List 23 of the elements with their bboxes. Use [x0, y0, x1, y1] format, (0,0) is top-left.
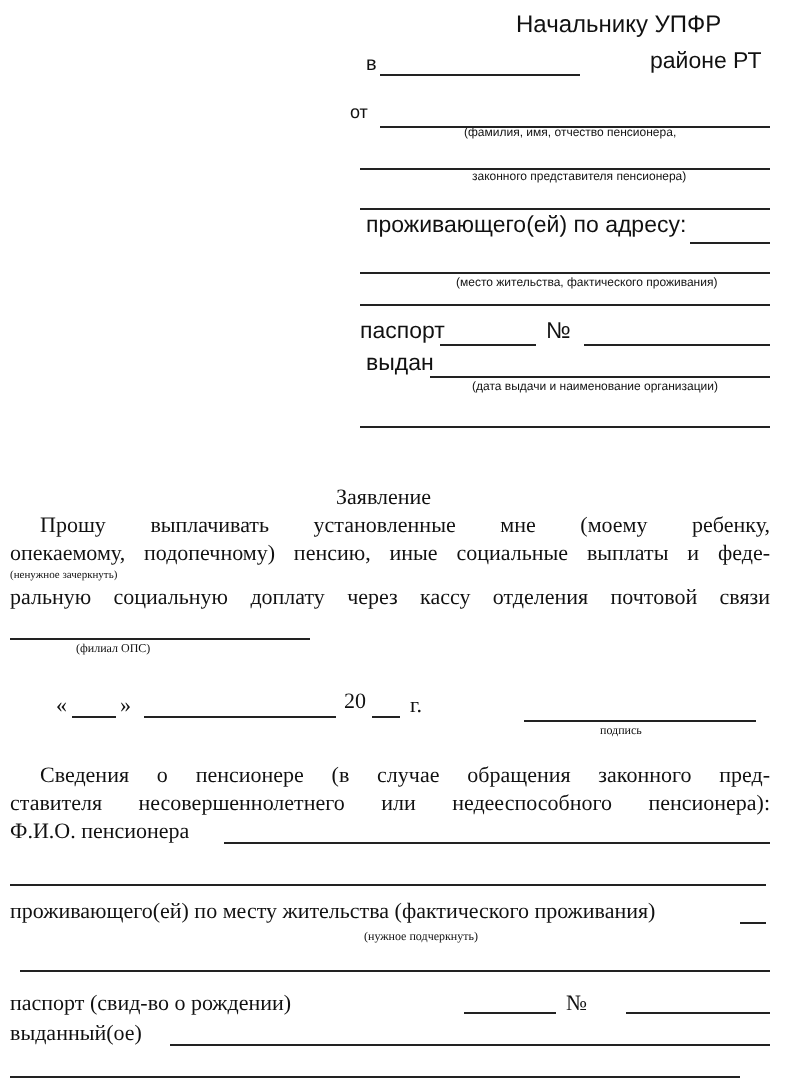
field-label: районе РТ	[650, 50, 762, 76]
paragraph-line: Прошу выплачивать установленные мне (моему ребенку,	[40, 514, 770, 539]
paragraph-line: ставителя несовершеннолетнего или недееспособного пенсионера):	[10, 792, 770, 817]
paragraph-line: ральную социальную доплату через кассу отделения почтовой связи	[10, 586, 770, 611]
field-label: в	[366, 54, 377, 76]
field-label: выданный(ое)	[10, 1022, 142, 1047]
document-title: Заявление	[336, 486, 432, 511]
field-label: Ф.И.О. пенсионера	[10, 820, 190, 845]
field-label: №	[566, 992, 587, 1017]
paragraph-line: опекаемому, подопечному) пенсию, иные социальные выплаты и феде-	[10, 542, 770, 567]
field-label: г.	[410, 694, 423, 719]
field-label: проживающего(ей) по месту жительства (фактического проживания)	[10, 900, 656, 925]
field-label: паспорт (свид-во о рождении)	[10, 992, 292, 1017]
field-label: №	[546, 320, 571, 346]
field-label: от	[350, 104, 368, 124]
field-label: выдан	[366, 352, 434, 378]
field-label: »	[120, 694, 131, 719]
paragraph-line: Сведения о пенсионере (в случае обращения законного пред-	[40, 764, 770, 789]
field-label: «	[56, 694, 67, 719]
field-label: проживающего(ей) по адресу:	[366, 214, 687, 240]
addressee-heading: Начальнику УПФР	[516, 12, 722, 39]
field-label: паспорт	[360, 320, 445, 346]
field-label: 20	[344, 690, 366, 715]
